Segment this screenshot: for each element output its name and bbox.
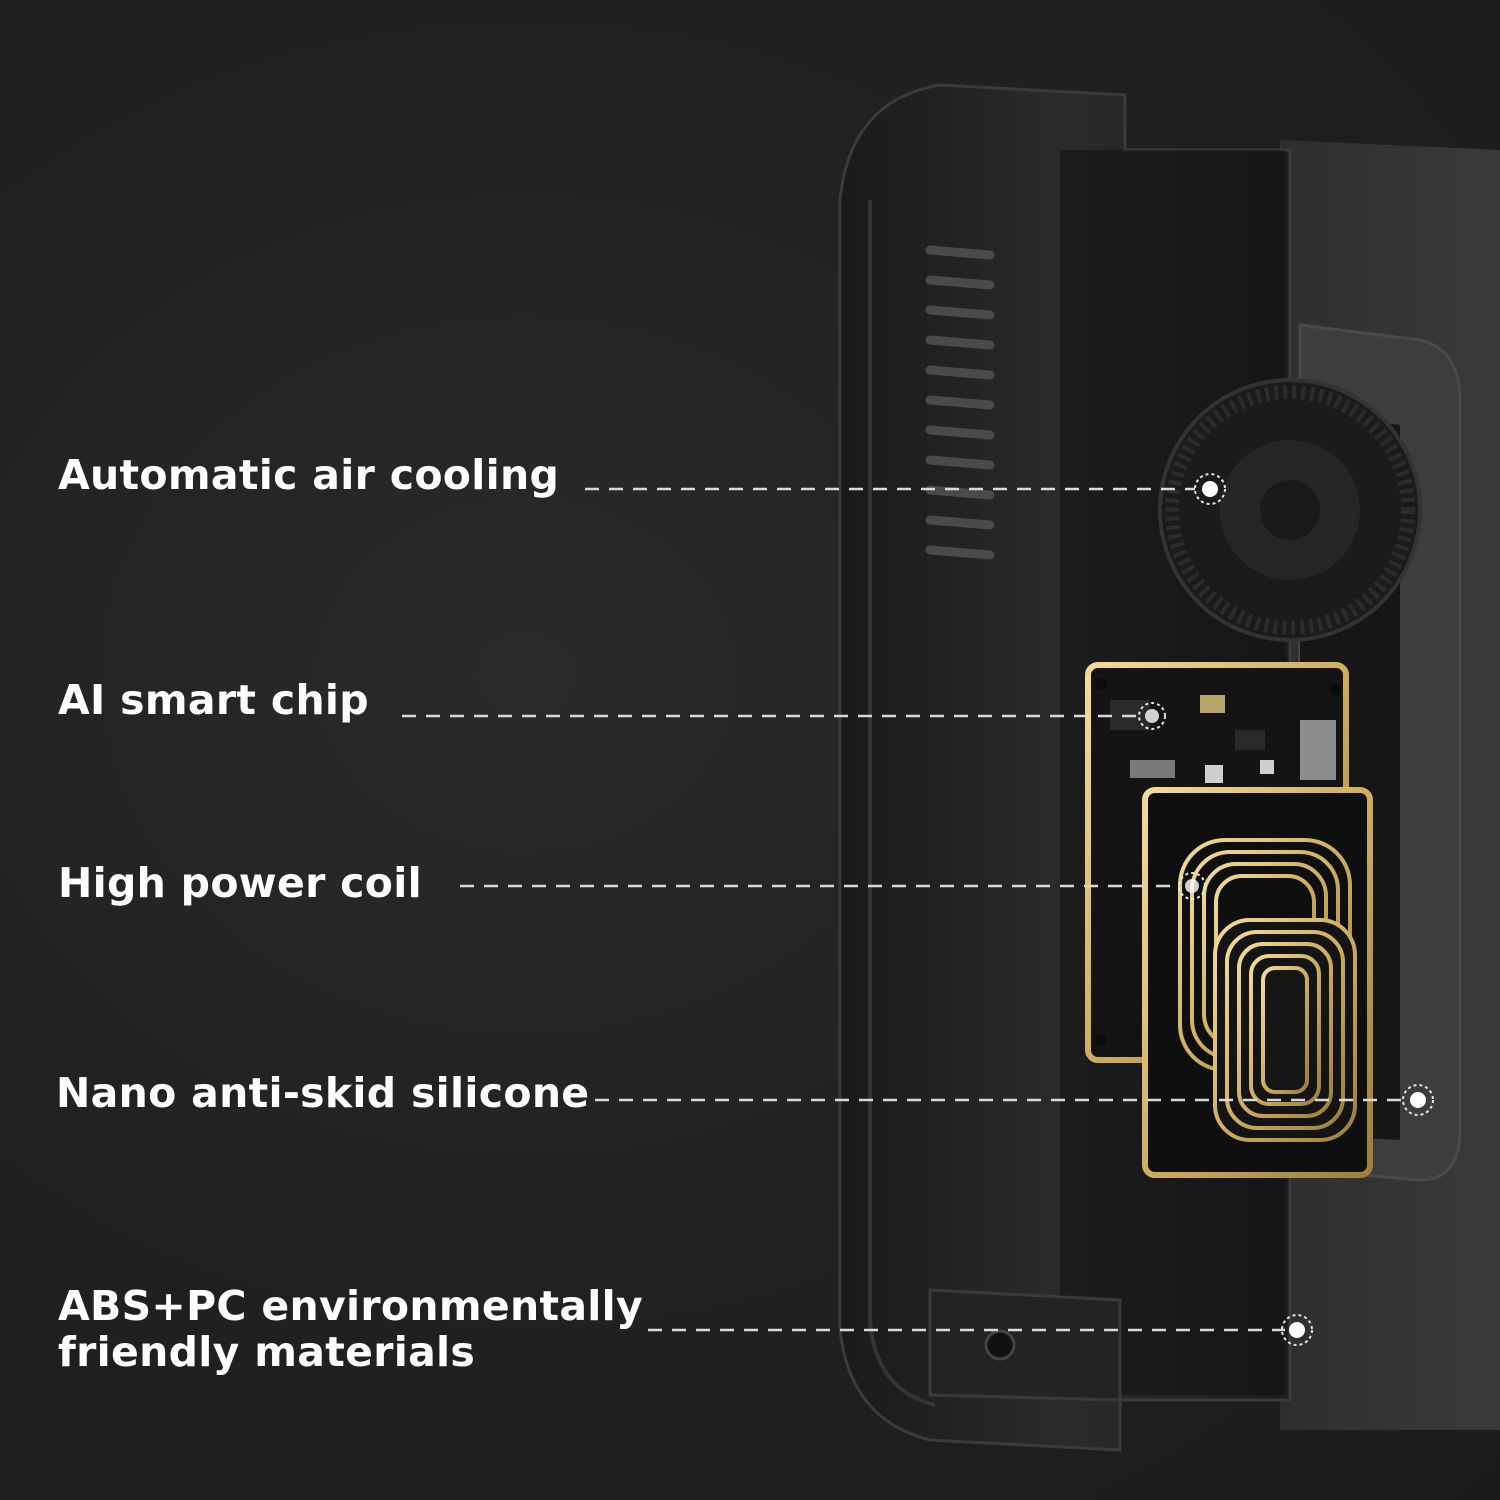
cooling-fan [1158, 378, 1422, 642]
callout-marker-cooling [1194, 473, 1226, 505]
callout-markers [1138, 473, 1434, 1346]
feature-label-coil: High power coil [58, 859, 422, 907]
callout-marker-chip [1138, 702, 1166, 730]
feature-label-materials-line-1: ABS+PC environmentally [58, 1282, 644, 1330]
feature-label-cooling: Automatic air cooling [58, 451, 560, 499]
bottom-latch [928, 1288, 1122, 1402]
callout-marker-materials [1281, 1314, 1313, 1346]
feature-label-chip: AI smart chip [58, 676, 369, 724]
feature-label-silicone: Nano anti-skid silicone [56, 1069, 590, 1117]
vent-fins [925, 245, 995, 560]
feature-label-materials: ABS+PC environmentally friendly material… [58, 1283, 643, 1375]
feature-label-materials-line-2: friendly materials [58, 1328, 476, 1376]
callout-marker-coil [1178, 872, 1206, 900]
callout-marker-silicone [1402, 1084, 1434, 1116]
charging-coils [1142, 787, 1373, 1178]
